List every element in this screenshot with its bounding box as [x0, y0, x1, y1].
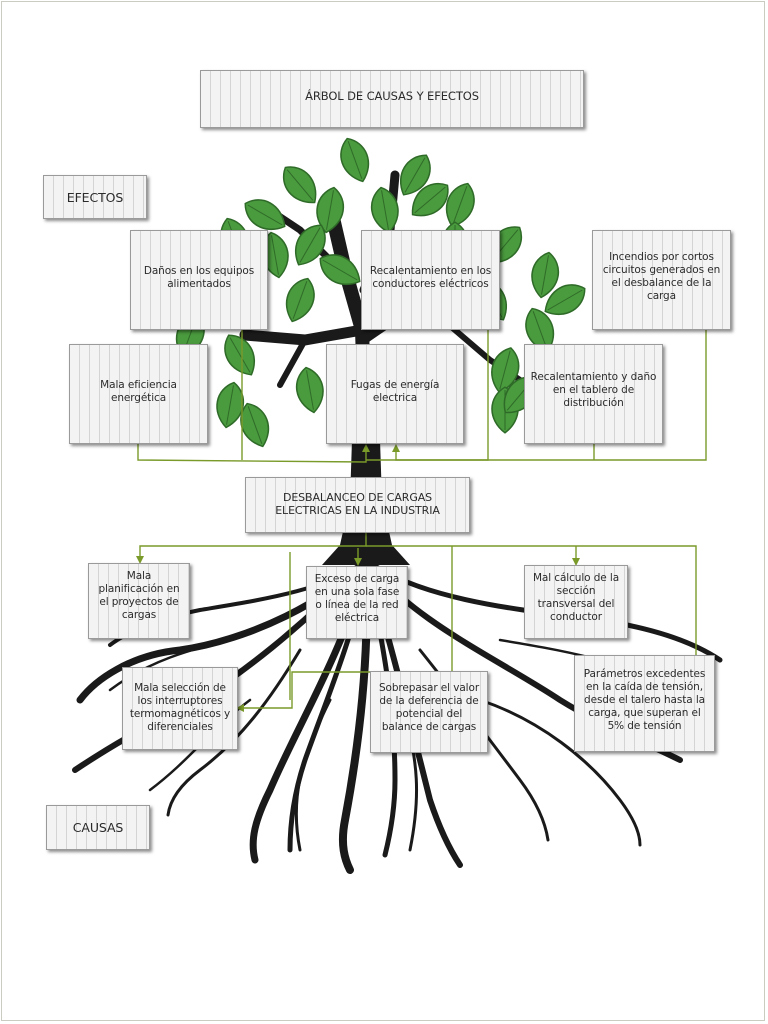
cause-box: Parámetros excedentes en la caída de ten… [574, 655, 715, 752]
causes-label: CAUSAS [46, 805, 150, 850]
cause-box: Sobrepasar el valor de la deferencia de … [370, 671, 488, 753]
cause-arrowhead [572, 558, 580, 566]
leaf-vein [499, 350, 511, 390]
leaf-vein [229, 337, 251, 373]
leaf-vein [532, 311, 548, 349]
effect-box: Recalentamiento y daño en el tablero de … [524, 344, 663, 444]
effect-box: Mala eficiencia energética [69, 344, 208, 444]
leaf-vein [247, 204, 283, 226]
leaf-vein [452, 186, 468, 224]
cause-arrowhead [136, 556, 144, 564]
cause-box: Mala selección de los interruptores term… [122, 667, 238, 750]
leaf-vein [247, 406, 263, 444]
leaf-vein [226, 385, 234, 425]
effect-box: Recalentamiento en los conductores eléct… [361, 230, 500, 330]
cause-box: Exceso de carga en una sola fase o línea… [306, 566, 408, 639]
central-problem-box: DESBALANCEO DE CARGAS ELECTRICAS EN LA I… [245, 477, 470, 533]
effect-arrowhead [362, 444, 370, 452]
leaf-vein [299, 227, 321, 263]
tree-leaves [175, 137, 586, 448]
leaf-vein [286, 169, 314, 201]
cause-arrowhead [236, 704, 244, 712]
leaf-vein [541, 255, 549, 295]
root [478, 698, 642, 847]
leaf-vein [414, 186, 446, 214]
leaf-vein [322, 259, 358, 281]
leaf-vein [381, 190, 389, 230]
effects-label: EFECTOS [43, 175, 147, 219]
effect-arrowhead [392, 444, 400, 452]
effect-box: Fugas de energía electrica [326, 344, 464, 444]
diagram-title: ÁRBOL DE CAUSAS Y EFECTOS [200, 70, 584, 128]
leaf-vein [326, 190, 334, 230]
leaf-vein [306, 370, 314, 410]
effect-connectors [137, 330, 707, 463]
cause-arrowhead [354, 558, 362, 566]
leaf-vein [404, 157, 426, 193]
leaf-vein [347, 141, 363, 179]
cause-box: Mal cálculo de la sección transversal de… [524, 565, 628, 639]
effect-box: Daños en los equipos alimentados [130, 230, 268, 330]
cause-connectors [139, 533, 697, 709]
root [166, 648, 302, 817]
leaf-vein [292, 281, 308, 319]
cause-box: Mala planificación en el proyectos de ca… [88, 563, 190, 639]
leaf-vein [547, 289, 583, 311]
effect-box: Incendios por cortos circuitos generados… [592, 230, 731, 330]
leaf-vein [271, 235, 279, 275]
